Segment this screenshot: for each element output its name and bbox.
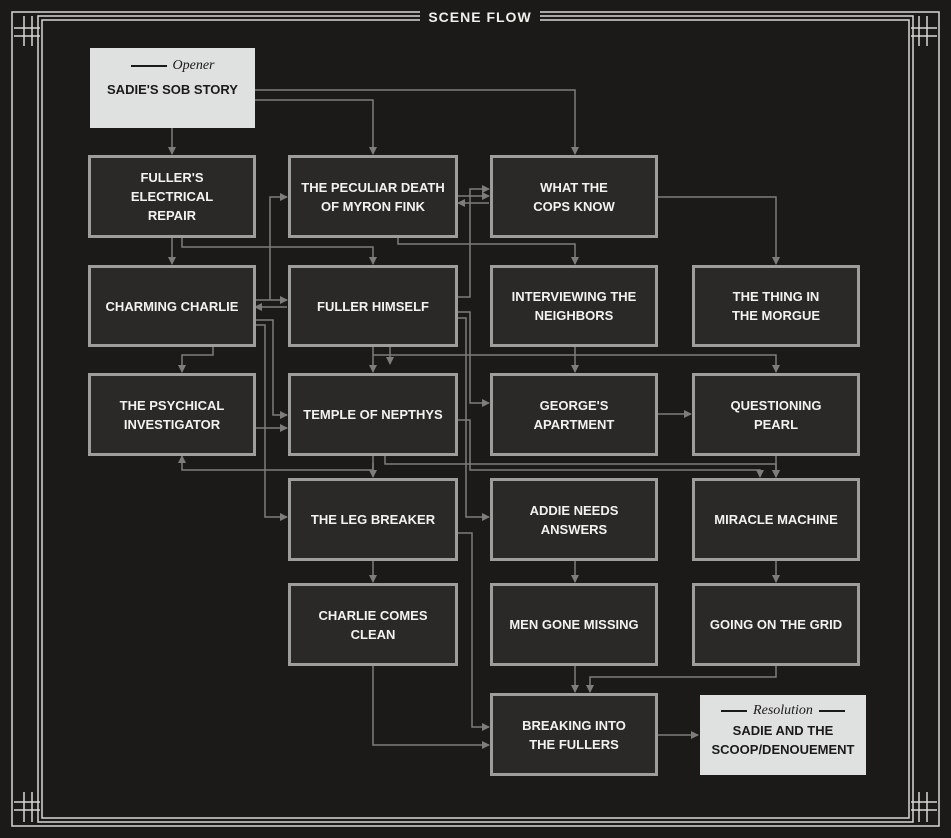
arrow-electrical-fuller: [181, 237, 377, 265]
arrow-fuller-cops: [458, 185, 490, 298]
opener-box: Opener SADIE'S SOB STORY: [90, 48, 255, 128]
scene-questioning-pearl: QUESTIONING PEARL: [692, 373, 860, 456]
scene-peculiar-death: THE PECULIAR DEATH OF MYRON FINK: [288, 155, 458, 238]
scene-interviewing-neighbors: INTERVIEWING THE NEIGHBORS: [490, 265, 658, 347]
kicker-rule: [721, 710, 748, 712]
scene-miracle-machine: MIRACLE MACHINE: [692, 478, 860, 561]
resolution-kicker-text: Resolution: [753, 703, 813, 718]
arrow-peculiar-neighbors: [397, 237, 579, 265]
resolution-box: Resolution SADIE AND THE SCOOP/DENOUEMEN…: [700, 695, 866, 775]
arrow-charlie-legbreaker: [255, 324, 288, 521]
arrow-temple-psychical: [178, 455, 374, 471]
arrow-grid-breaking: [586, 665, 777, 693]
scene-psychical-investigator: THE PSYCHICAL INVESTIGATOR: [88, 373, 256, 456]
arrow-bus-pearl: [373, 354, 780, 373]
arrow-clean-breaking: [372, 665, 490, 749]
opener-kicker: Opener: [90, 58, 255, 74]
kicker-rule: [130, 65, 167, 67]
resolution-kicker: Resolution: [700, 703, 866, 719]
scene-fullers-electrical-repair: FULLER'S ELECTRICAL REPAIR: [88, 155, 256, 238]
scene-addie-needs-answers: ADDIE NEEDS ANSWERS: [490, 478, 658, 561]
scene-going-on-grid: GOING ON THE GRID: [692, 583, 860, 666]
scene-georges-apartment: GEORGE'S APARTMENT: [490, 373, 658, 456]
kicker-rule: [818, 710, 845, 712]
arrow-charlie-peculiar: [269, 193, 288, 300]
resolution-label: SADIE AND THE SCOOP/DENOUEMENT: [711, 723, 855, 757]
arrow-legbreaker-breaking: [458, 532, 490, 731]
arrow-opener-cops: [255, 89, 579, 155]
scene-what-cops-know: WHAT THE COPS KNOW: [490, 155, 658, 238]
scene-leg-breaker: THE LEG BREAKER: [288, 478, 458, 561]
opener-label: SADIE'S SOB STORY: [107, 82, 238, 97]
scene-fuller-himself: FULLER HIMSELF: [288, 265, 458, 347]
connectors: [168, 89, 780, 749]
arrow-charlie-psychical: [178, 346, 214, 373]
arrow-temple-miracle: [384, 455, 780, 478]
scene-charming-charlie: CHARMING CHARLIE: [88, 265, 256, 347]
scene-temple-of-nepthys: TEMPLE OF NEPTHYS: [288, 373, 458, 456]
arrow-cops-morgue: [657, 196, 780, 265]
opener-kicker-text: Opener: [172, 58, 215, 73]
arrow-fuller-georges: [458, 311, 490, 407]
arrow-temple-route: [458, 419, 764, 478]
scene-men-gone-missing: MEN GONE MISSING: [490, 583, 658, 666]
scene-breaking-into-fullers: BREAKING INTO THE FULLERS: [490, 693, 658, 776]
arrow-opener-peculiar: [255, 99, 377, 155]
diagram-title: SCENE FLOW: [420, 6, 540, 28]
scene-charlie-comes-clean: CHARLIE COMES CLEAN: [288, 583, 458, 666]
arrow-fuller-addie: [458, 317, 490, 521]
arrow-charlie-temple: [255, 319, 288, 419]
scene-thing-in-morgue: THE THING IN THE MORGUE: [692, 265, 860, 347]
